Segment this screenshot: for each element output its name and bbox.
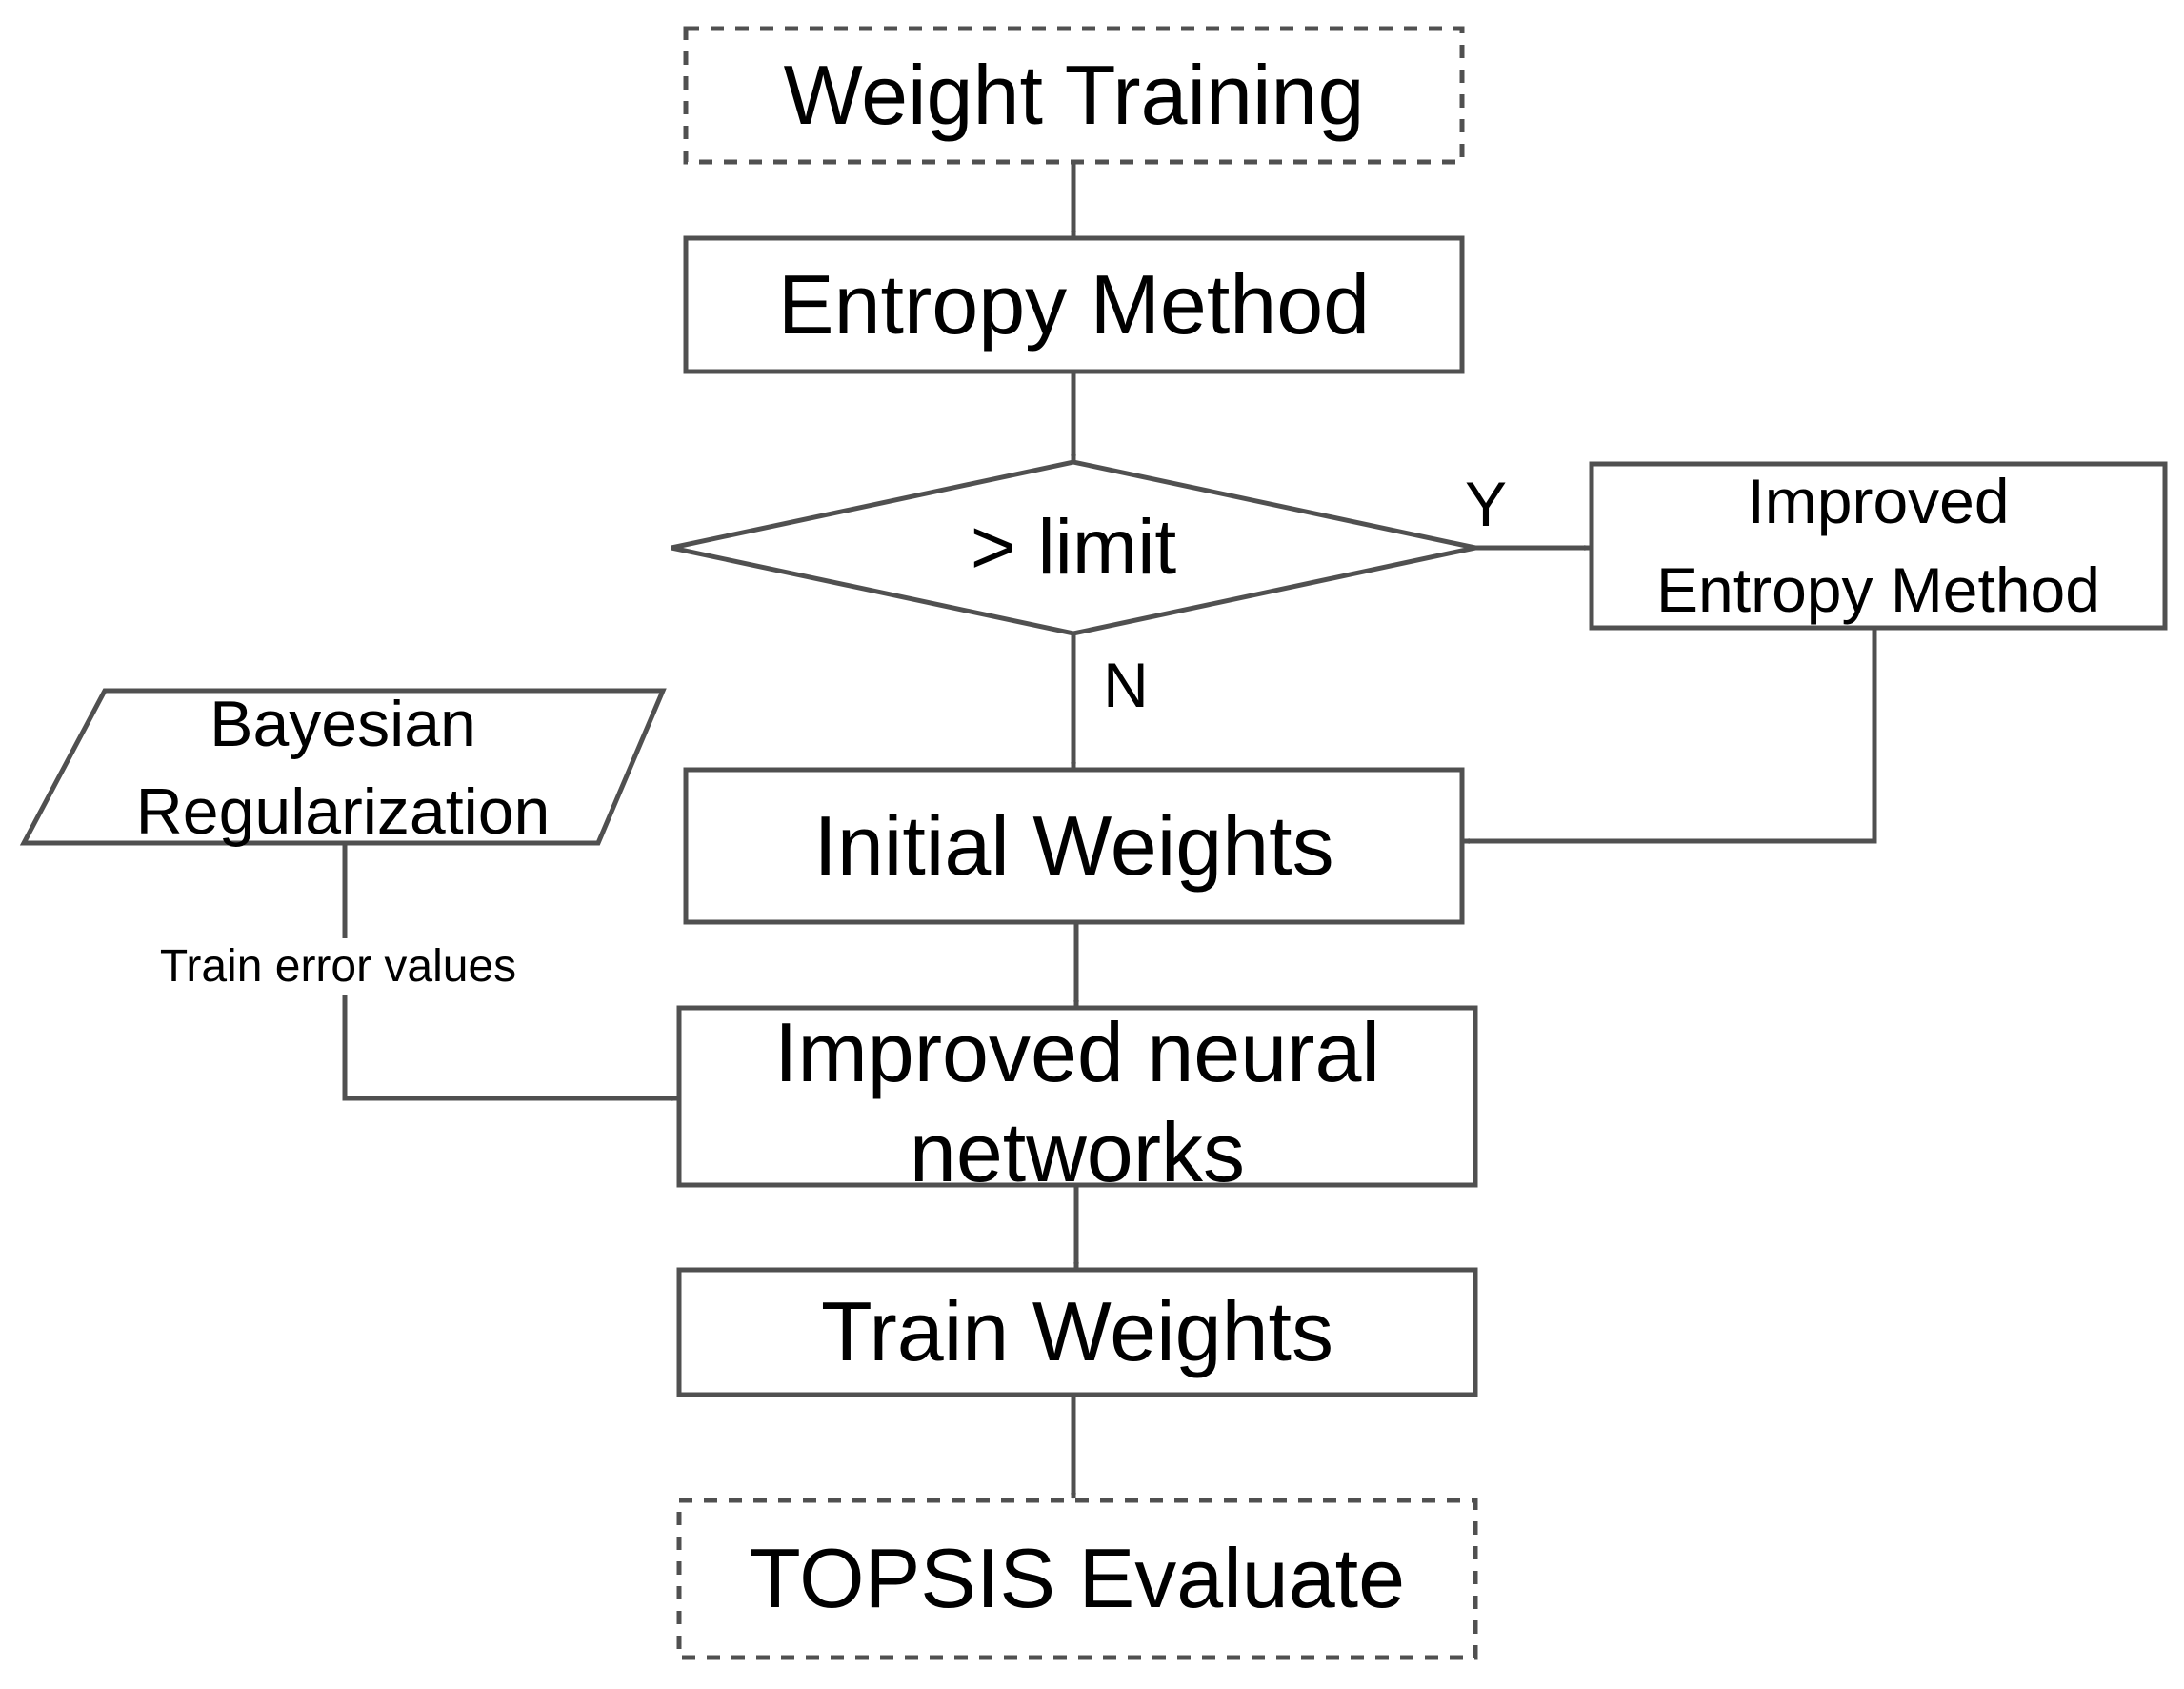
- topsis-evaluate-label: TOPSIS Evaluate: [749, 1531, 1406, 1626]
- improved-entropy-method-box: [1589, 461, 2168, 631]
- train-weights-box: [676, 1267, 1478, 1397]
- initial-weights-label: Initial Weights: [813, 797, 1334, 893]
- arrow-bayesian-to-neural-networks: [342, 843, 678, 1101]
- no-branch-label: N: [1103, 650, 1149, 721]
- entropy-method-label: Entropy Method: [777, 256, 1371, 352]
- limit-decision-label: > limit: [970, 504, 1177, 592]
- improved-nn-label-line2: networks: [909, 1104, 1246, 1199]
- improved-entropy-label-line1: Improved: [1747, 466, 2010, 537]
- yes-branch-label: Y: [1464, 469, 1508, 540]
- bayesian-label-line2: Regularization: [135, 774, 551, 848]
- improved-entropy-label-line2: Entropy Method: [1656, 554, 2100, 626]
- train-weights-label: Train Weights: [821, 1284, 1333, 1379]
- bayesian-label-line1: Bayesian: [210, 687, 476, 760]
- train-error-values-label: Train error values: [114, 938, 562, 995]
- bayesian-regularization-parallelogram: [19, 688, 667, 846]
- weight-training-label: Weight Training: [783, 47, 1365, 142]
- improved-nn-label-line1: Improved neural: [774, 1004, 1380, 1099]
- arrow-improved-entropy-to-initial-weights: [1463, 628, 1877, 844]
- topsis-evaluate-box: [676, 1498, 1478, 1660]
